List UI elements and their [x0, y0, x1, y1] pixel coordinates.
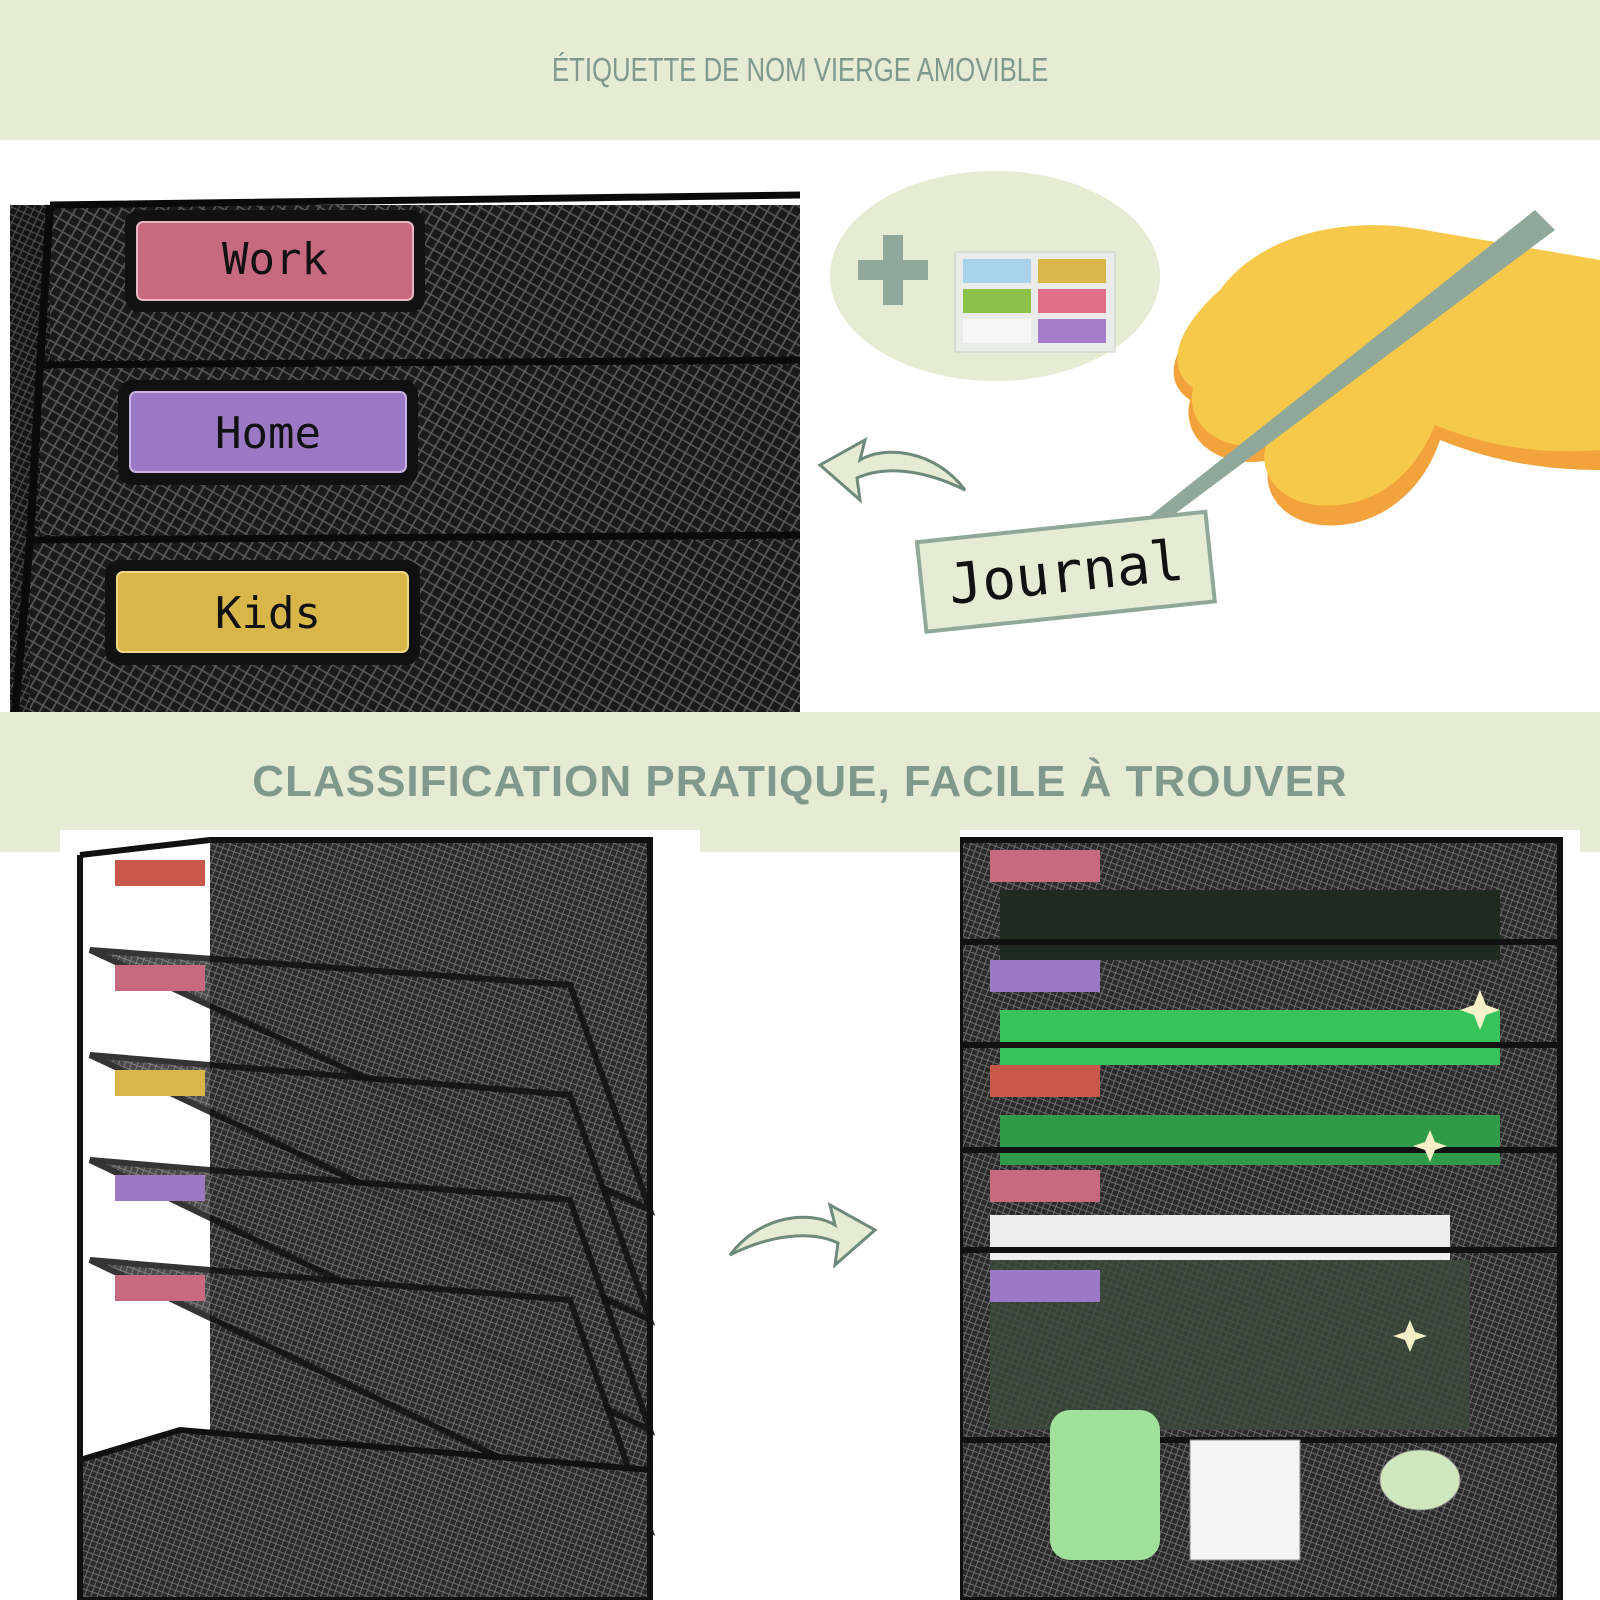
curved-arrow-right-icon — [728, 1202, 878, 1269]
magazine-4 — [990, 1215, 1450, 1260]
curved-arrow-left-icon — [817, 437, 967, 504]
tab-pink-2 — [990, 1170, 1100, 1202]
home-label-text: Home — [215, 408, 321, 459]
labeled-organizer-closeup-photo: Work Home Kids — [0, 190, 800, 712]
label-sheet-bubble — [830, 171, 1160, 381]
tab-yellow — [115, 1070, 205, 1096]
tab-purple — [990, 960, 1100, 992]
hand-icon — [1173, 225, 1600, 526]
sparkle-icon — [1393, 990, 1500, 1352]
magazine-2 — [1000, 1010, 1500, 1065]
filled-wall-organizer-photo — [960, 830, 1580, 1600]
tab-purple — [115, 1175, 205, 1201]
writing-hand-illustration: Journal — [830, 171, 1600, 634]
top-banner: ÉTIQUETTE DE NOM VIERGE AMOVIBLE — [0, 0, 1600, 140]
home-label: Home — [118, 380, 418, 485]
work-label-text: Work — [222, 234, 328, 285]
work-label: Work — [125, 210, 425, 312]
magazine-1 — [1000, 890, 1500, 960]
tab-purple-2 — [990, 1270, 1100, 1302]
magazine-3 — [1000, 1115, 1500, 1165]
kids-label-text: Kids — [215, 588, 321, 639]
kids-label: Kids — [105, 560, 420, 665]
tab-red — [990, 1065, 1100, 1097]
tab-pink-2 — [115, 1275, 205, 1301]
journal-label: Journal — [914, 509, 1217, 634]
middle-banner-title: CLASSIFICATION PRATIQUE, FACILE À TROUVE… — [252, 757, 1348, 806]
tab-pink — [115, 965, 205, 991]
empty-wall-organizer-photo — [60, 830, 700, 1600]
pencil-sharpener — [1050, 1410, 1160, 1560]
desk-calendar — [1189, 1439, 1301, 1561]
tape-dispenser — [1379, 1449, 1461, 1511]
tab-pink — [990, 850, 1100, 882]
middle-banner: CLASSIFICATION PRATIQUE, FACILE À TROUVE… — [0, 712, 1600, 852]
tab-red — [115, 860, 205, 886]
top-banner-title: ÉTIQUETTE DE NOM VIERGE AMOVIBLE — [551, 51, 1049, 88]
